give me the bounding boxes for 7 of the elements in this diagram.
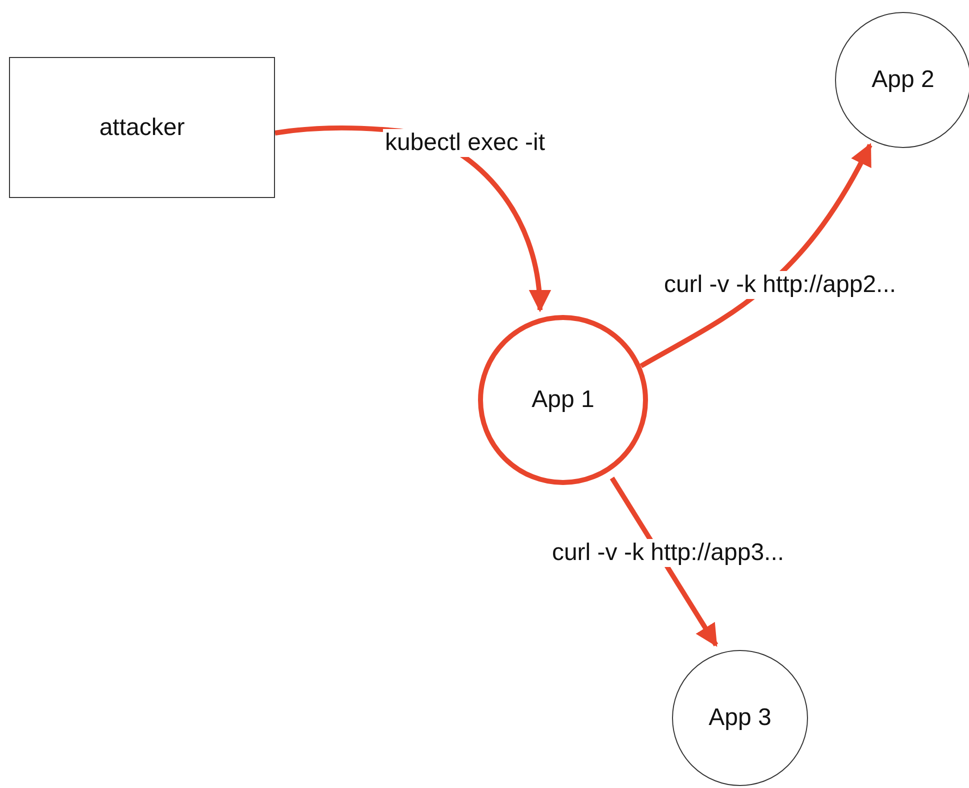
node-label: App 1 — [532, 386, 594, 414]
node-label: App 3 — [708, 704, 772, 732]
node-label: attacker — [99, 114, 185, 142]
node-box — [9, 57, 275, 198]
node-label: App 2 — [872, 66, 934, 94]
arrow — [640, 143, 872, 368]
edge-label: kubectl exec -it — [382, 129, 548, 157]
